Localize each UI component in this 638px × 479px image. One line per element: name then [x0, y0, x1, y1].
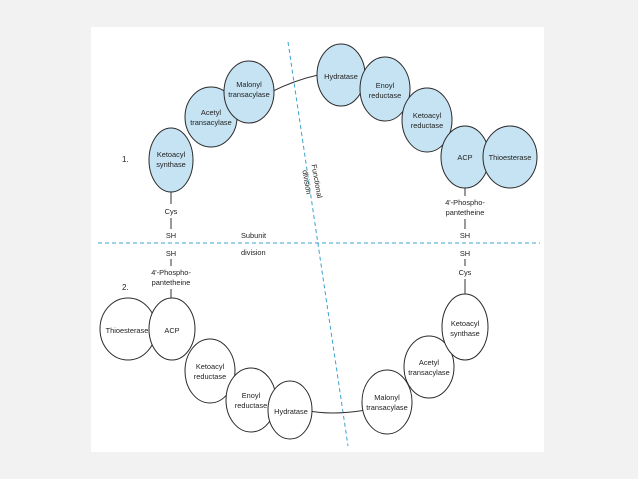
subunit-1-domains [148, 43, 538, 193]
s1-acetyl-transacylase-label-1: Acetyl [201, 108, 221, 117]
svg-text:division: division [300, 169, 313, 195]
s2-right-sh-label: SH [460, 249, 470, 258]
s1-ketoacyl-synthase-label-2: synthase [156, 160, 186, 169]
s2-phosphopantetheine-label-2: pantetheine [152, 278, 191, 287]
s2-ketoacyl-synthase-label-2: synthase [450, 329, 480, 338]
s1-enoyl-reductase-label-1: Enoyl [376, 81, 395, 90]
subunit-division-label-1: Subunit [241, 231, 266, 240]
s1-malonyl-transacylase-domain [223, 60, 275, 124]
s1-phosphopantetheine-label-2: pantetheine [446, 208, 485, 217]
s2-enoyl-reductase-domain [225, 367, 277, 433]
s1-left-sh-label: SH [166, 231, 176, 240]
s1-ketoacyl-synthase-label-1: Ketoacyl [157, 150, 186, 159]
s1-enoyl-reductase-label-2: reductase [369, 91, 401, 100]
s2-hydratase-label: Hydratase [274, 407, 308, 416]
s2-acetyl-transacylase-label-2: transacylase [408, 368, 450, 377]
functional-division-line [287, 41, 349, 447]
subunit-1-labels: Ketoacyl synthase Acetyl transacylase Ma… [156, 72, 531, 169]
s1-acp-label: ACP [457, 153, 472, 162]
s1-ketoacyl-reductase-label-2: reductase [411, 121, 443, 130]
s2-thioesterase-label: Thioesterase [106, 326, 149, 335]
s1-phosphopantetheine-label-1: 4'-Phospho- [445, 198, 485, 207]
subunit-division-label-2: division [241, 248, 266, 257]
s1-thioesterase-label: Thioesterase [489, 153, 532, 162]
s1-right-sh-label: SH [460, 231, 470, 240]
s1-malonyl-transacylase-label-1: Malonyl [236, 80, 262, 89]
s2-left-sh-label: SH [166, 249, 176, 258]
subunit-2-domains [99, 293, 489, 440]
s2-enoyl-reductase-label-1: Enoyl [242, 391, 261, 400]
s2-hydratase-domain [267, 380, 313, 440]
s2-ketoacyl-synthase-label-1: Ketoacyl [451, 319, 480, 328]
s2-acetyl-transacylase-domain [403, 335, 455, 399]
s2-enoyl-reductase-label-2: reductase [235, 401, 267, 410]
s2-acp-domain [148, 297, 196, 361]
s1-cys-label: Cys [165, 207, 178, 216]
subunit-1-right-stalk: 4'-Phospho- pantetheine SH [445, 188, 485, 240]
s2-acetyl-transacylase-label-1: Acetyl [419, 358, 439, 367]
s2-ketoacyl-reductase-label-2: reductase [194, 372, 226, 381]
s2-ketoacyl-reductase-domain [184, 338, 236, 404]
subunit-2-left-stalk: SH 4'-Phospho- pantetheine [151, 249, 191, 298]
s1-malonyl-transacylase-label-2: transacylase [228, 90, 270, 99]
functional-division-label: Functional division [300, 164, 324, 199]
s1-ketoacyl-reductase-domain [401, 87, 453, 153]
s1-thioesterase-domain [482, 125, 538, 189]
s1-acetyl-transacylase-label-2: transacylase [190, 118, 232, 127]
s2-malonyl-transacylase-domain [361, 369, 413, 435]
subunit-1-left-stalk: Cys SH [165, 192, 178, 240]
s2-malonyl-transacylase-label-2: transacylase [366, 403, 408, 412]
s1-ketoacyl-reductase-label-1: Ketoacyl [413, 111, 442, 120]
s1-hydratase-label: Hydratase [324, 72, 358, 81]
section-1-label: 1. [122, 155, 129, 164]
subunit-2-right-stalk: SH Cys [459, 249, 472, 294]
connector-s1-malonyl-hydratase [270, 74, 319, 93]
section-2-label: 2. [122, 283, 129, 292]
s2-acp-label: ACP [164, 326, 179, 335]
s2-ketoacyl-reductase-label-1: Ketoacyl [196, 362, 225, 371]
s1-enoyl-reductase-domain [359, 56, 411, 122]
s2-cys-label: Cys [459, 268, 472, 277]
subunit-2-labels: Thioesterase ACP Ketoacyl reductase Enoy… [106, 319, 480, 416]
s2-malonyl-transacylase-label-1: Malonyl [374, 393, 400, 402]
s2-phosphopantetheine-label-1: 4'-Phospho- [151, 268, 191, 277]
connector-s2-hydratase-malonyl [304, 409, 367, 414]
